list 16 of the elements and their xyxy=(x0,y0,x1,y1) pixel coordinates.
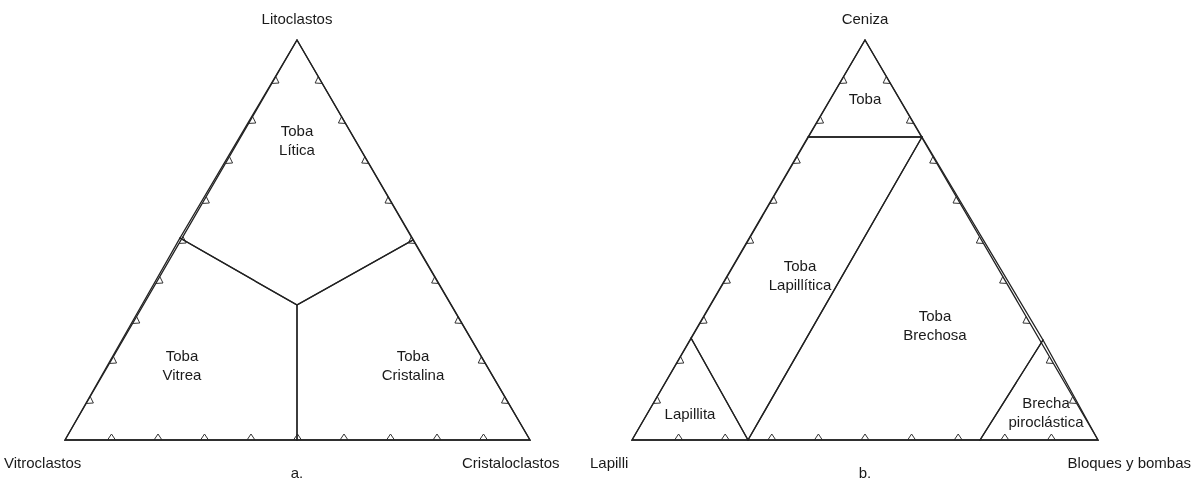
field-label: Toba xyxy=(848,88,882,108)
panel-letter: a. xyxy=(290,463,304,481)
vertex-label: Cristaloclastos xyxy=(462,453,560,471)
field-label: Lapillita xyxy=(664,403,716,423)
panel-letter: b. xyxy=(858,463,872,481)
vertex-label: Lapilli xyxy=(590,453,629,471)
field-label: Toba Brechosa xyxy=(903,306,967,344)
vertex-label: Vitroclastos xyxy=(4,453,82,471)
field-label: Toba Lítica xyxy=(279,121,315,159)
field-label: Toba Vitrea xyxy=(162,346,202,384)
vertex-label: Bloques y bombas xyxy=(1067,453,1191,471)
vertex-label: Litoclastos xyxy=(261,9,333,27)
field-label: Toba Lapillítica xyxy=(768,256,832,294)
field-label: Brecha piroclástica xyxy=(1008,393,1084,431)
field-label: Toba Cristalina xyxy=(381,346,445,384)
vertex-label: Ceniza xyxy=(841,9,889,27)
